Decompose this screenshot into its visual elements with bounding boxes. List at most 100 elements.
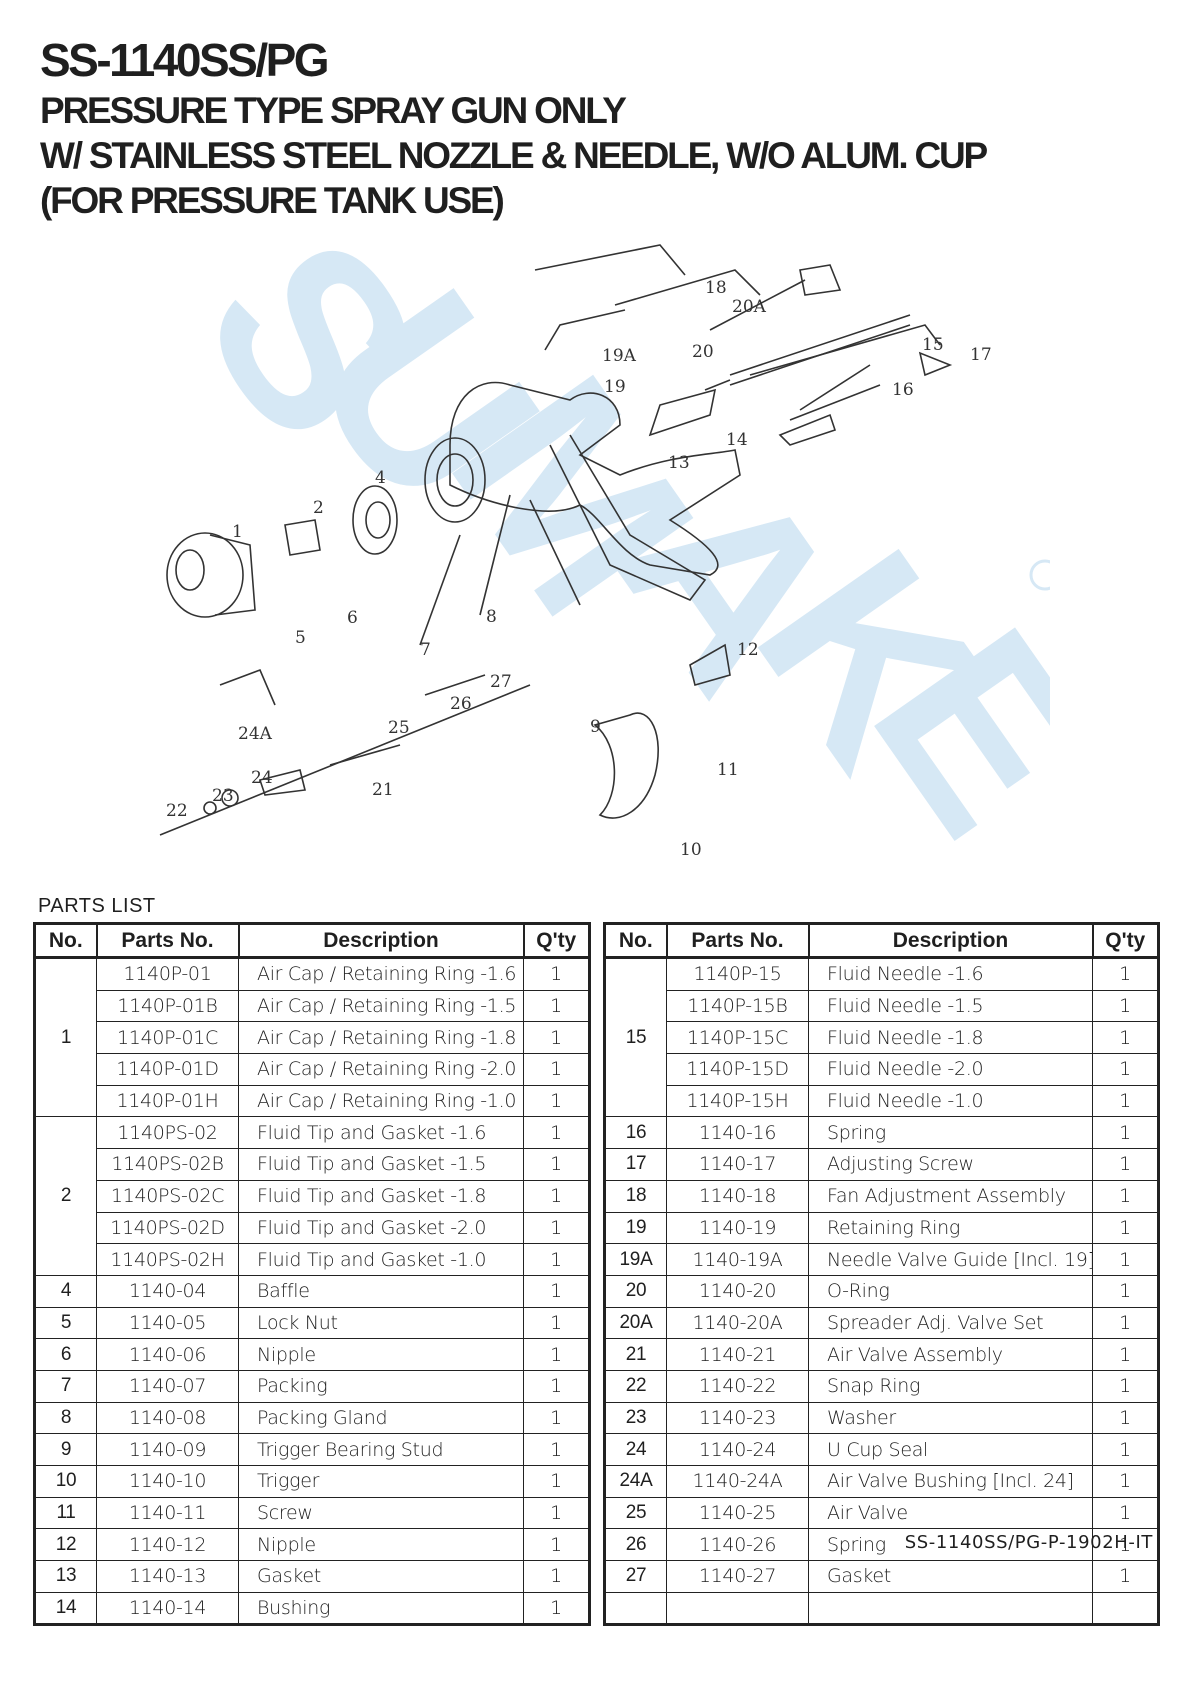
callout-7: 7	[420, 640, 431, 660]
col-header-qty: Q'ty	[522, 922, 591, 959]
item-number: 1	[34, 956, 97, 1118]
part-quantity: 1	[523, 1148, 590, 1181]
callout-20a: 20A	[732, 297, 767, 317]
part-number: 1140P-01D	[96, 1053, 239, 1086]
part-quantity: 1	[523, 1211, 590, 1245]
item-number: 19A	[604, 1243, 667, 1276]
col-header-description: Description	[807, 922, 1094, 959]
exploded-parts-diagram: 1 2 4 5 6 7 8 9 10 11 12 13 14 15 16 17 …	[159, 244, 992, 860]
item-number: 15	[604, 956, 667, 1118]
callout-9: 9	[590, 717, 601, 737]
part-quantity: 1	[1092, 1148, 1159, 1181]
part-number: 1140-26	[666, 1528, 809, 1562]
item-number: 27	[604, 1560, 667, 1593]
part-quantity: 1	[523, 1465, 590, 1498]
part-description: Baffle	[238, 1274, 524, 1308]
part-description: Fluid Tip and Gasket -1.5	[238, 1148, 524, 1181]
part-description: Fluid Tip and Gasket -1.6	[238, 1116, 524, 1150]
part-number: 1140-08	[96, 1401, 239, 1435]
col-header-no: No.	[603, 922, 668, 959]
table-header-row: No. Parts No. Description Q'ty	[603, 922, 1160, 959]
part-number: 1140PS-02D	[96, 1211, 239, 1245]
part-quantity: 1	[523, 1369, 590, 1403]
item-number: 9	[34, 1433, 97, 1466]
parts-list-caption: PARTS LIST	[38, 895, 156, 917]
part-number: 1140-24A	[666, 1465, 809, 1498]
part-number: 1140P-01C	[96, 1021, 239, 1055]
callout-1: 1	[232, 522, 243, 542]
item-number: 8	[34, 1401, 97, 1435]
col-header-no: No.	[33, 922, 98, 959]
item-number: 12	[34, 1528, 97, 1562]
callout-10: 10	[680, 840, 702, 860]
part-number: 1140-11	[96, 1496, 239, 1530]
part-description: Fluid Needle -2.0	[808, 1053, 1093, 1086]
part-quantity: 1	[523, 1021, 590, 1055]
callout-17: 17	[970, 345, 992, 365]
part-description: Spreader Adj. Valve Set	[808, 1306, 1093, 1340]
part-number: 1140-27	[666, 1560, 809, 1593]
item-number: 25	[604, 1496, 667, 1530]
callout-2: 2	[313, 498, 324, 518]
part-description: Fluid Tip and Gasket -1.8	[238, 1179, 524, 1213]
part-quantity: 1	[1092, 989, 1159, 1023]
part-number: 1140P-01H	[96, 1084, 239, 1118]
part-number: 1140-04	[96, 1274, 239, 1308]
item-number: 20	[604, 1274, 667, 1308]
part-description: Air Cap / Retaining Ring -1.6	[238, 957, 524, 991]
part-quantity: 1	[1092, 1560, 1159, 1593]
part-quantity: 1	[523, 1179, 590, 1213]
item-number: 2	[34, 1116, 97, 1276]
part-quantity	[1092, 1591, 1159, 1626]
part-number: 1140P-15	[666, 957, 809, 991]
part-number: 1140-06	[96, 1338, 239, 1371]
item-number: 26	[604, 1528, 667, 1562]
part-quantity: 1	[523, 1591, 590, 1626]
gun-body-drawing	[449, 381, 741, 576]
callout-15: 15	[922, 335, 944, 355]
part-quantity: 1	[523, 989, 590, 1023]
part-quantity: 1	[1092, 1433, 1159, 1466]
part-description: Trigger	[238, 1465, 524, 1498]
part-description: Fluid Needle -1.5	[808, 989, 1093, 1023]
part-description: Bushing	[238, 1591, 524, 1626]
part-quantity: 1	[523, 1053, 590, 1086]
part-number: 1140-23	[666, 1401, 809, 1435]
callout-6: 6	[347, 608, 358, 628]
part-number: 1140-10	[96, 1465, 239, 1498]
part-quantity: 1	[523, 1433, 590, 1466]
part-description: Air Cap / Retaining Ring -2.0	[238, 1053, 524, 1086]
part-description: Fluid Tip and Gasket -1.0	[238, 1243, 524, 1276]
part-description: Retaining Ring	[808, 1211, 1093, 1245]
document-code: SS-1140SS/PG-P-1902H-IT	[904, 1532, 1153, 1553]
callout-24: 24	[251, 768, 273, 788]
part-number: 1140PS-02	[96, 1116, 239, 1150]
item-number: 13	[34, 1560, 97, 1593]
part-quantity: 1	[1092, 1211, 1159, 1245]
item-number: 19	[604, 1211, 667, 1245]
item-number: 23	[604, 1401, 667, 1435]
item-number: 14	[34, 1591, 97, 1626]
part-description: Air Valve Assembly	[808, 1338, 1093, 1371]
item-number: 6	[34, 1338, 97, 1371]
part-number: 1140-17	[666, 1148, 809, 1181]
part-number: 1140-22	[666, 1369, 809, 1403]
item-number: 20A	[604, 1306, 667, 1340]
col-header-description: Description	[237, 922, 525, 959]
part-description: Needle Valve Guide [Incl. 19]	[808, 1243, 1093, 1276]
part-number: 1140-12	[96, 1528, 239, 1562]
part-number: 1140-25	[666, 1496, 809, 1530]
part-quantity: 1	[1092, 1338, 1159, 1371]
